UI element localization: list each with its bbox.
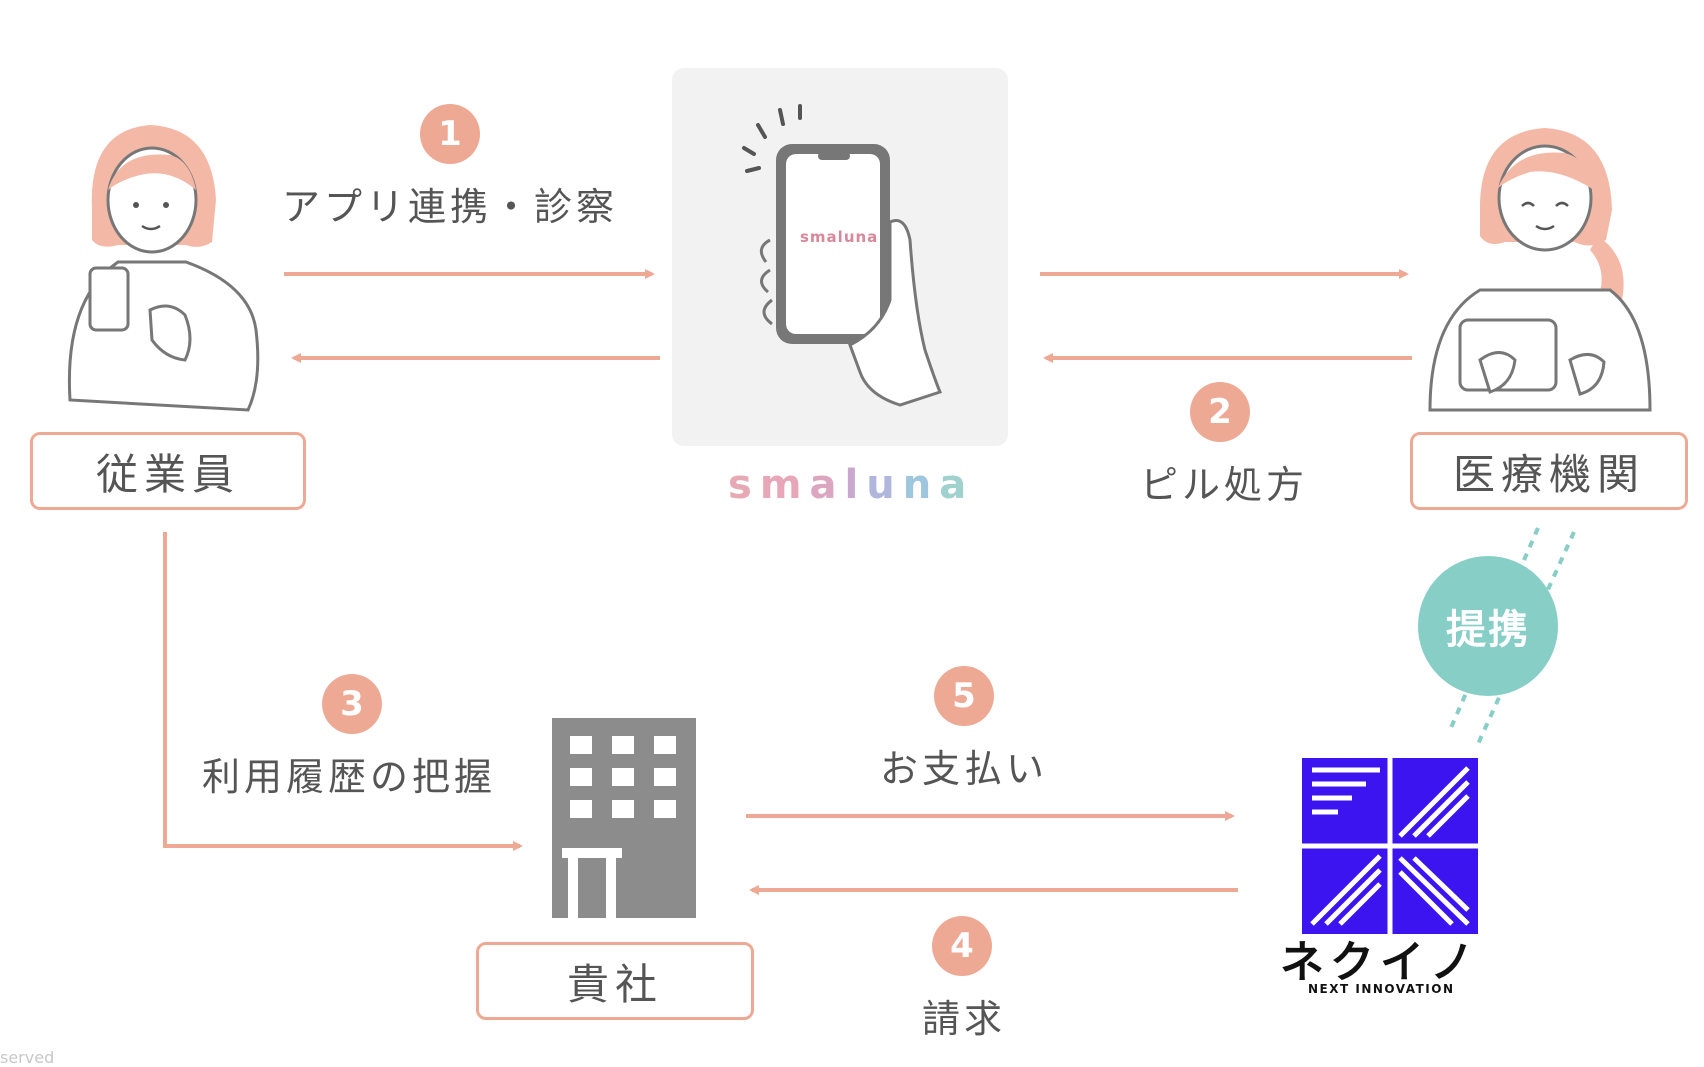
doctor-illustration	[1428, 128, 1652, 412]
hand-icon	[759, 219, 943, 407]
node-employee: 従業員	[30, 432, 306, 510]
arrows	[163, 269, 1412, 895]
building-icon	[552, 718, 696, 918]
brand-letter: s	[728, 462, 760, 508]
step-5-badge: 5	[934, 666, 994, 726]
step-2-label: ピル処方	[1140, 463, 1309, 507]
smartphone-icon	[776, 144, 890, 344]
step-5-label: お支払い	[880, 747, 1049, 791]
node-medical: 医療機関	[1410, 432, 1688, 510]
notification-icon	[742, 104, 802, 173]
employee-illustration	[67, 125, 260, 412]
brand-letter: l	[844, 462, 867, 508]
brand-letter: u	[866, 462, 903, 508]
step-4-label: 請求	[922, 997, 1007, 1041]
step-3-badge: 3	[322, 674, 382, 734]
brand-wordmark: smaluna	[728, 462, 974, 508]
brand-letter: m	[759, 462, 810, 508]
nexinno-logo-icon	[1302, 758, 1478, 934]
node-company: 貴社	[476, 942, 754, 1020]
step-1-label: アプリ連携・診察	[282, 185, 619, 229]
brand-letter: a	[809, 462, 845, 508]
brand-letter: a	[939, 462, 975, 508]
arrow-employee-to-company	[163, 532, 523, 851]
partner-subtitle: NEXT INNOVATION	[1308, 982, 1455, 996]
step-2-badge: 2	[1190, 382, 1250, 442]
partner-name: ネクイノ	[1280, 937, 1480, 988]
phone-screen-logo: smaluna	[800, 228, 879, 246]
footnote-text: served	[0, 1048, 55, 1067]
tie-badge: 提携	[1418, 556, 1558, 696]
step-1-badge: 1	[420, 104, 480, 164]
step-3-label: 利用履歴の把握	[202, 755, 497, 799]
brand-letter: n	[902, 462, 940, 508]
step-4-badge: 4	[932, 916, 992, 976]
app-panel	[672, 68, 1008, 446]
